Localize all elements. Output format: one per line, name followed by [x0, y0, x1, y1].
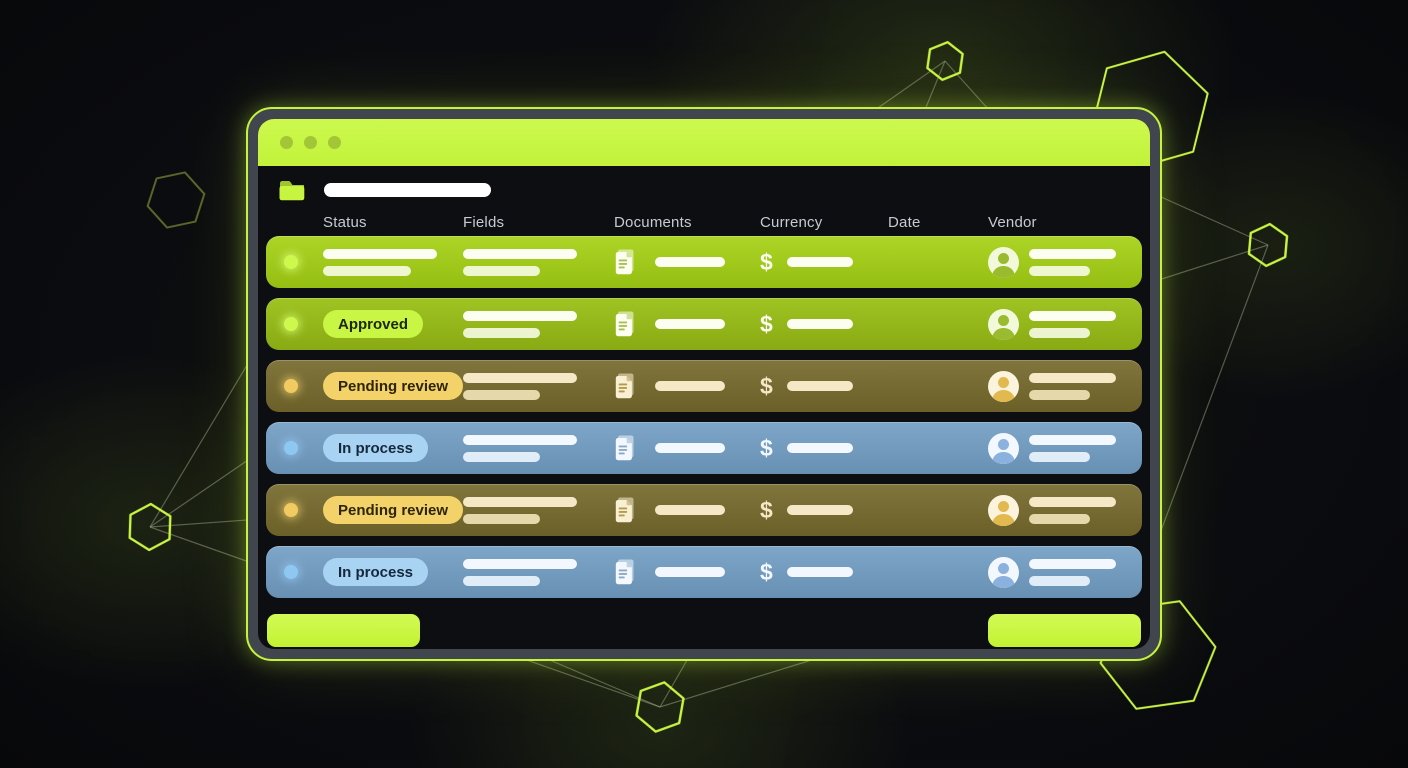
window-control-dot[interactable] — [280, 136, 293, 149]
window-content: Status Fields Documents Currency Date Ve… — [258, 166, 1150, 649]
document-icon — [615, 373, 634, 399]
hexagon-icon — [1248, 222, 1288, 267]
fields-skeleton — [463, 558, 614, 586]
vendor-skeleton — [1029, 558, 1116, 586]
documents-skeleton — [655, 381, 725, 391]
column-header-date: Date — [888, 213, 921, 231]
table-row[interactable]: Pending review — [266, 360, 1142, 412]
documents-skeleton — [655, 319, 725, 329]
vendor-skeleton — [1029, 434, 1116, 462]
status-badge: Pending review — [323, 496, 464, 524]
hexagon-icon — [129, 503, 170, 550]
documents-skeleton — [655, 257, 725, 267]
document-icon — [615, 559, 634, 585]
dollar-sign: $ — [760, 248, 773, 275]
vendor-skeleton — [1029, 496, 1116, 524]
currency-skeleton — [786, 443, 853, 453]
dollar-sign: $ — [760, 496, 773, 523]
fields-skeleton — [463, 310, 614, 338]
table-row[interactable]: In process — [266, 422, 1142, 474]
documents-skeleton — [655, 505, 725, 515]
table-row[interactable]: $ — [266, 236, 1142, 288]
dollar-sign: $ — [760, 434, 773, 461]
documents-skeleton — [655, 567, 725, 577]
table-row[interactable]: In process — [266, 546, 1142, 598]
table-row[interactable]: Pending review — [266, 484, 1142, 536]
window-titlebar — [258, 119, 1150, 166]
connector-lines — [149, 60, 1269, 708]
status-dot — [284, 255, 298, 269]
status-badge: In process — [323, 434, 429, 462]
status-dot — [284, 565, 298, 579]
fields-skeleton — [463, 248, 614, 276]
toolbar — [278, 179, 1142, 200]
avatar — [988, 556, 1019, 588]
avatar — [988, 308, 1019, 340]
table-body: $ Approved — [266, 236, 1142, 598]
status-badge: In process — [323, 558, 429, 586]
window-control-dot[interactable] — [304, 136, 317, 149]
currency-skeleton — [786, 505, 853, 515]
window-control-dot[interactable] — [328, 136, 341, 149]
document-title-skeleton — [324, 182, 491, 197]
documents-skeleton — [655, 443, 725, 453]
dollar-sign: $ — [760, 372, 773, 399]
avatar — [988, 494, 1019, 526]
vendor-skeleton — [1029, 248, 1116, 276]
document-icon — [615, 249, 634, 275]
document-icon — [615, 311, 634, 337]
footer-button-right[interactable] — [988, 614, 1141, 647]
avatar — [988, 246, 1019, 278]
window-inner: Status Fields Documents Currency Date Ve… — [258, 119, 1150, 649]
fields-skeleton — [463, 372, 614, 400]
dollar-sign: $ — [760, 310, 773, 337]
vendor-skeleton — [1029, 372, 1116, 400]
status-badge: Approved — [323, 310, 424, 338]
folder-icon — [279, 180, 305, 200]
avatar — [988, 432, 1019, 464]
currency-skeleton — [786, 567, 853, 577]
column-header-documents: Documents — [614, 213, 692, 231]
status-dot — [284, 317, 298, 331]
status-dot — [284, 503, 298, 517]
hexagon-icon — [634, 679, 685, 736]
vendor-skeleton — [1029, 310, 1116, 338]
currency-skeleton — [786, 319, 853, 329]
app-window: Status Fields Documents Currency Date Ve… — [246, 107, 1162, 661]
avatar — [988, 370, 1019, 402]
column-header-status: Status — [323, 213, 367, 231]
column-header-vendor: Vendor — [988, 213, 1037, 231]
document-icon — [615, 497, 634, 523]
status-dot — [284, 441, 298, 455]
hexagon-icon — [143, 165, 209, 236]
table-header: Status Fields Documents Currency Date Ve… — [266, 212, 1142, 232]
table-row[interactable]: Approved — [266, 298, 1142, 350]
status-badge: Pending review — [323, 372, 464, 400]
window-footer — [267, 614, 1141, 647]
currency-skeleton — [786, 257, 853, 267]
footer-button-left[interactable] — [267, 614, 420, 647]
fields-skeleton — [463, 496, 614, 524]
status-dot — [284, 379, 298, 393]
document-icon — [615, 435, 634, 461]
column-header-fields: Fields — [463, 213, 505, 231]
status-skeleton — [323, 248, 463, 276]
hexagon-icon — [926, 40, 964, 82]
dollar-sign: $ — [760, 558, 773, 585]
column-header-currency: Currency — [760, 213, 823, 231]
fields-skeleton — [463, 434, 614, 462]
currency-skeleton — [786, 381, 853, 391]
